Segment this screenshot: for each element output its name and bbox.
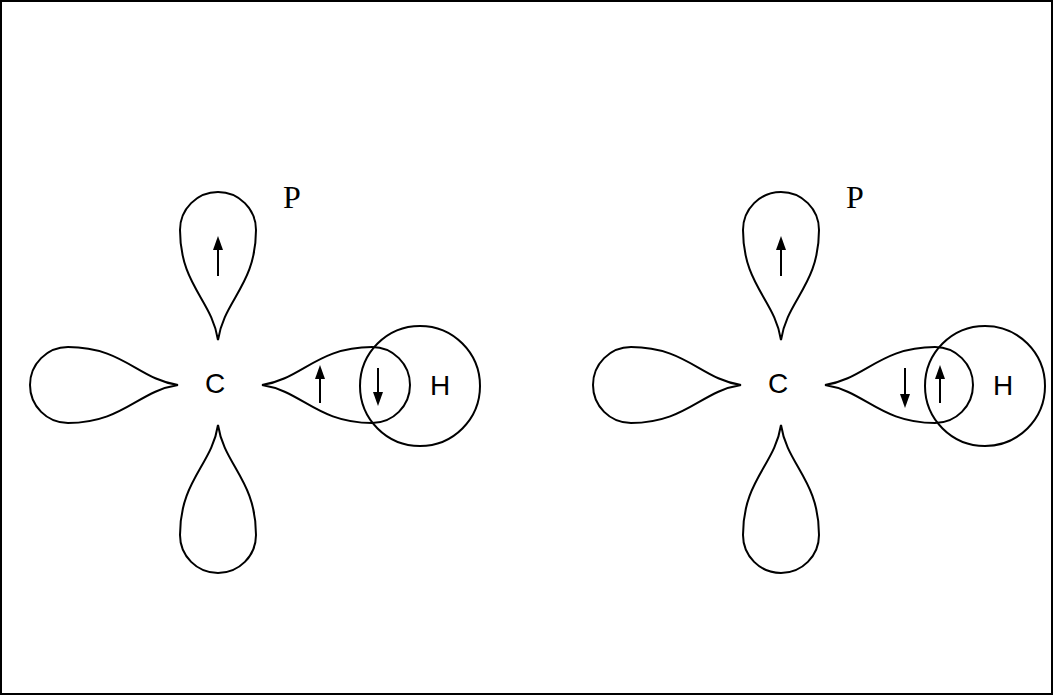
orbital-lobe <box>180 192 256 340</box>
atom-circle: H <box>923 324 1047 448</box>
atom-outline <box>923 324 1047 448</box>
atom-symbol: C <box>205 370 225 398</box>
atom-outline <box>358 324 482 448</box>
atom-symbol: H <box>430 372 450 400</box>
orbital-lobe <box>593 347 741 423</box>
atom-circle: H <box>358 324 482 448</box>
orbital-lobe <box>180 425 256 573</box>
left-carbon-orbitals <box>30 192 410 573</box>
orbital-letter: P <box>846 181 864 213</box>
atom-symbol: C <box>768 370 788 398</box>
atom-symbol: H <box>993 372 1013 400</box>
spin-arrows <box>213 236 383 406</box>
spin-arrows <box>776 236 945 408</box>
orbital-lobe <box>30 347 178 423</box>
orbital-letter: P <box>283 181 301 213</box>
orbital-lobe <box>262 347 410 423</box>
right-carbon-orbitals <box>593 192 973 573</box>
orbital-lobe <box>825 347 973 423</box>
atom-outline-circle <box>360 326 480 446</box>
orbital-lobe <box>743 192 819 340</box>
atom-outline-circle <box>925 326 1045 446</box>
orbital-lobe <box>743 425 819 573</box>
